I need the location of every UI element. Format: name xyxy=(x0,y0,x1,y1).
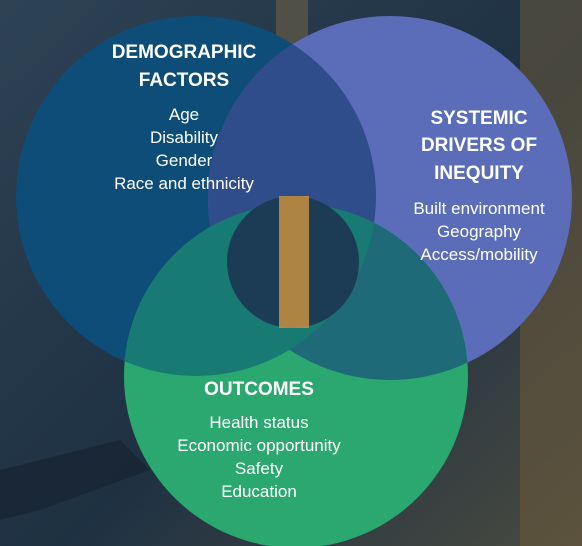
outcomes-item-economic-opportunity: Economic opportunity xyxy=(177,436,341,455)
demographic-item-age: Age xyxy=(169,105,199,124)
outcomes-item-safety: Safety xyxy=(235,459,284,478)
outcomes-title: OUTCOMES xyxy=(204,379,314,400)
systemic-item-built-environment: Built environment xyxy=(413,199,545,218)
systemic-item-geography: Geography xyxy=(437,222,522,241)
systemic-title-line-1: SYSTEMIC xyxy=(430,108,527,129)
demographic-item-race-ethnicity: Race and ethnicity xyxy=(114,174,254,193)
outcomes-item-education: Education xyxy=(221,482,297,501)
background-phone xyxy=(0,440,150,520)
demographic-item-disability: Disability xyxy=(150,128,219,147)
center-handrail xyxy=(279,196,309,328)
overlap-demographic-outcomes xyxy=(124,204,376,376)
demographic-title-line-1: DEMOGRAPHIC xyxy=(112,42,257,63)
demographic-title-line-2: FACTORS xyxy=(139,70,229,91)
systemic-title-line-3: INEQUITY xyxy=(434,163,524,184)
systemic-item-access-mobility: Access/mobility xyxy=(420,245,538,264)
outcomes-item-health-status: Health status xyxy=(209,413,308,432)
systemic-title-line-2: DRIVERS OF xyxy=(421,135,537,156)
demographic-item-gender: Gender xyxy=(156,151,213,170)
